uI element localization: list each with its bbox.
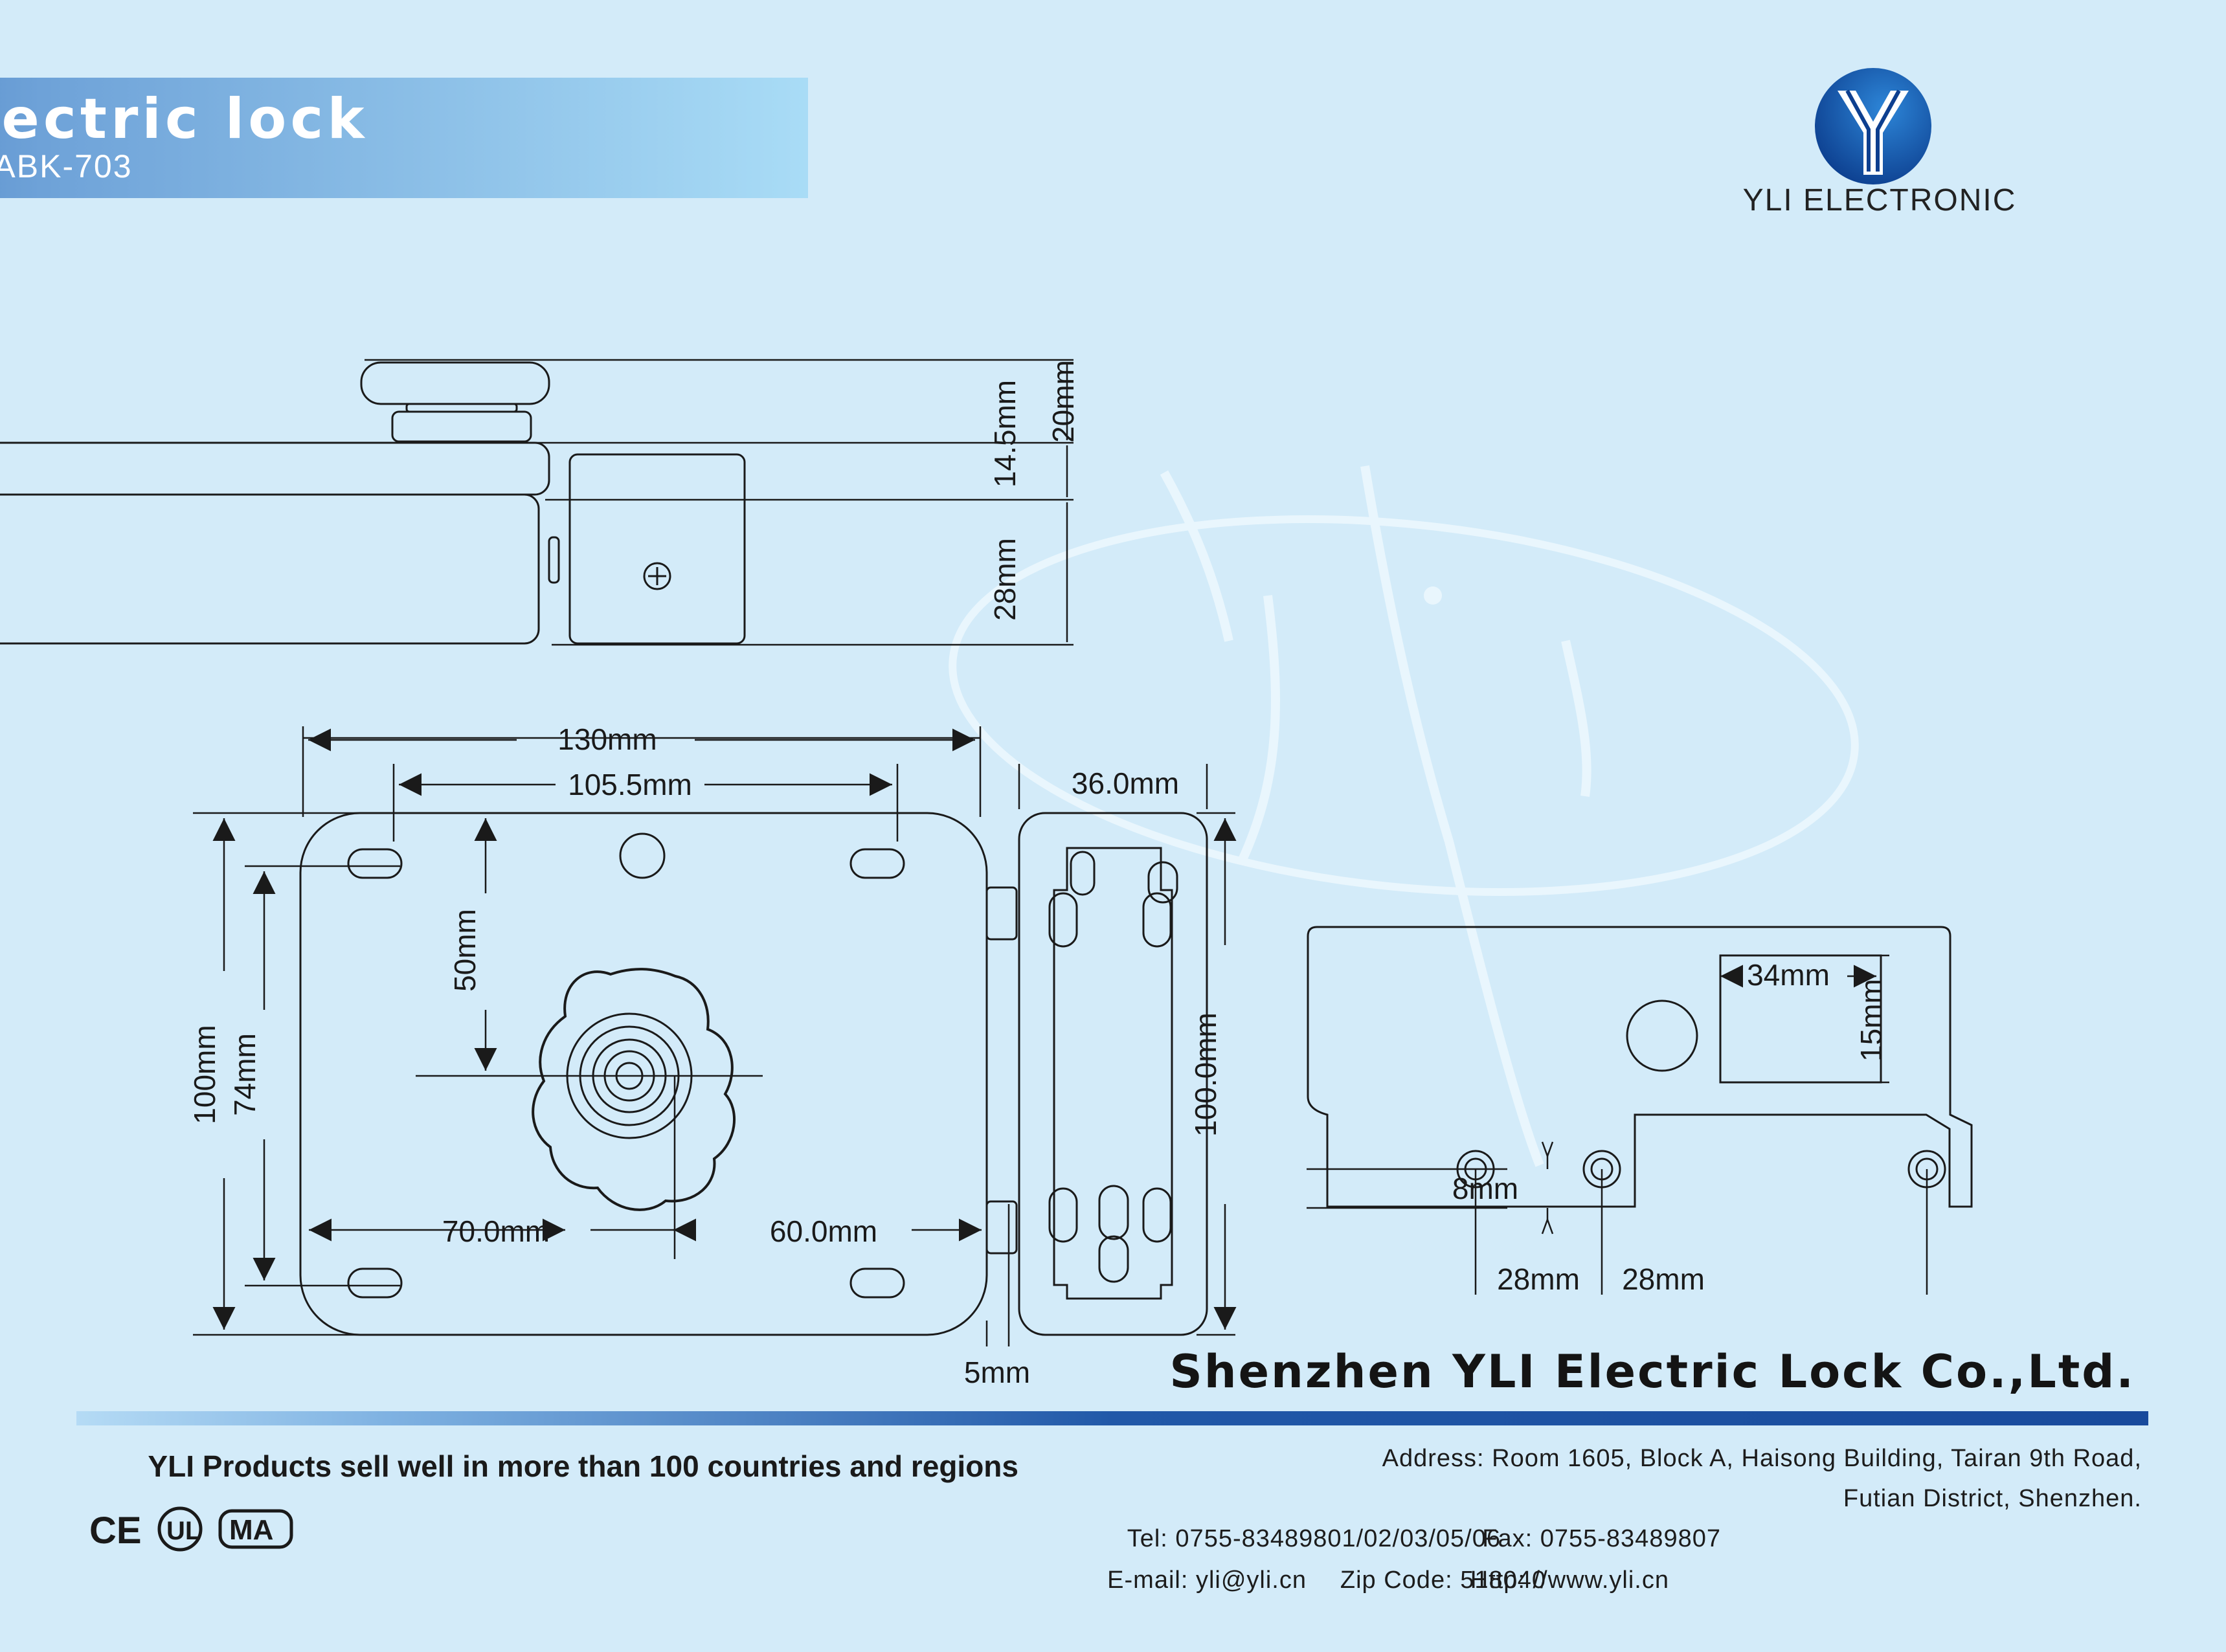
- fax: Fax: 0755-83489807: [1482, 1525, 1721, 1552]
- front-body: [299, 812, 988, 1336]
- slot-hole: [849, 1267, 905, 1299]
- ma-mark: MA: [229, 1514, 273, 1546]
- ul-mark: UL: [166, 1517, 201, 1545]
- address-line2: Futian District, Shenzhen.: [1843, 1485, 2142, 1512]
- strike-window: [1719, 954, 1882, 1084]
- dim-36mm: 36.0mm: [1072, 766, 1179, 800]
- top-view: [0, 359, 1074, 646]
- dim-20mm: 20mm: [1046, 360, 1080, 443]
- dim-74mm: 74mm: [228, 1033, 262, 1116]
- dim-8mm: 8mm: [1452, 1172, 1518, 1205]
- dim-14-5mm: 14.5mm: [988, 380, 1022, 487]
- certification-marks: CE UL MA: [89, 1506, 293, 1552]
- thumb-turn: [532, 968, 736, 1211]
- strike-view: [1307, 926, 1973, 1295]
- strike-hole: [1626, 999, 1698, 1072]
- strike-plate: [1307, 926, 1973, 1208]
- footer-rule: [76, 1411, 2148, 1425]
- dim-70mm: 70.0mm: [442, 1214, 550, 1248]
- side-body: [1018, 812, 1208, 1336]
- side-view: [1018, 764, 1237, 1336]
- slot-hole: [347, 1267, 403, 1299]
- dim-60mm: 60.0mm: [770, 1214, 877, 1248]
- dim-15mm: 15mm: [1854, 979, 1888, 1062]
- small-hole: [619, 832, 666, 879]
- brand-logo: [1815, 68, 1931, 184]
- slot-hole: [849, 848, 905, 879]
- slogan: YLI Products sell well in more than 100 …: [148, 1449, 1018, 1483]
- ce-mark: CE: [89, 1510, 142, 1552]
- dim-130mm: 130mm: [557, 722, 657, 756]
- front-view: [193, 726, 1018, 1346]
- website: Http: //www.yli.cn: [1470, 1567, 1669, 1594]
- dim-100mm: 100mm: [188, 1025, 221, 1124]
- top-strike: [568, 453, 746, 645]
- company-name: Shenzhen YLI Electric Lock Co.,Ltd.: [1169, 1345, 2135, 1398]
- dim-100-0mm: 100.0mm: [1189, 1012, 1222, 1137]
- dim-28mm-right: 28mm: [1622, 1262, 1705, 1296]
- dim-5mm: 5mm: [964, 1356, 1030, 1389]
- side-faceplate: [1053, 847, 1173, 1300]
- dim-50mm: 50mm: [448, 909, 482, 992]
- dim-28mm-left: 28mm: [1497, 1262, 1580, 1296]
- dim-105-5mm: 105.5mm: [568, 768, 692, 801]
- top-knob-base: [391, 410, 532, 443]
- top-body: [0, 493, 540, 645]
- dim-28mm-top: 28mm: [988, 538, 1022, 621]
- slot-hole: [347, 848, 403, 879]
- dim-34mm: 34mm: [1747, 958, 1830, 992]
